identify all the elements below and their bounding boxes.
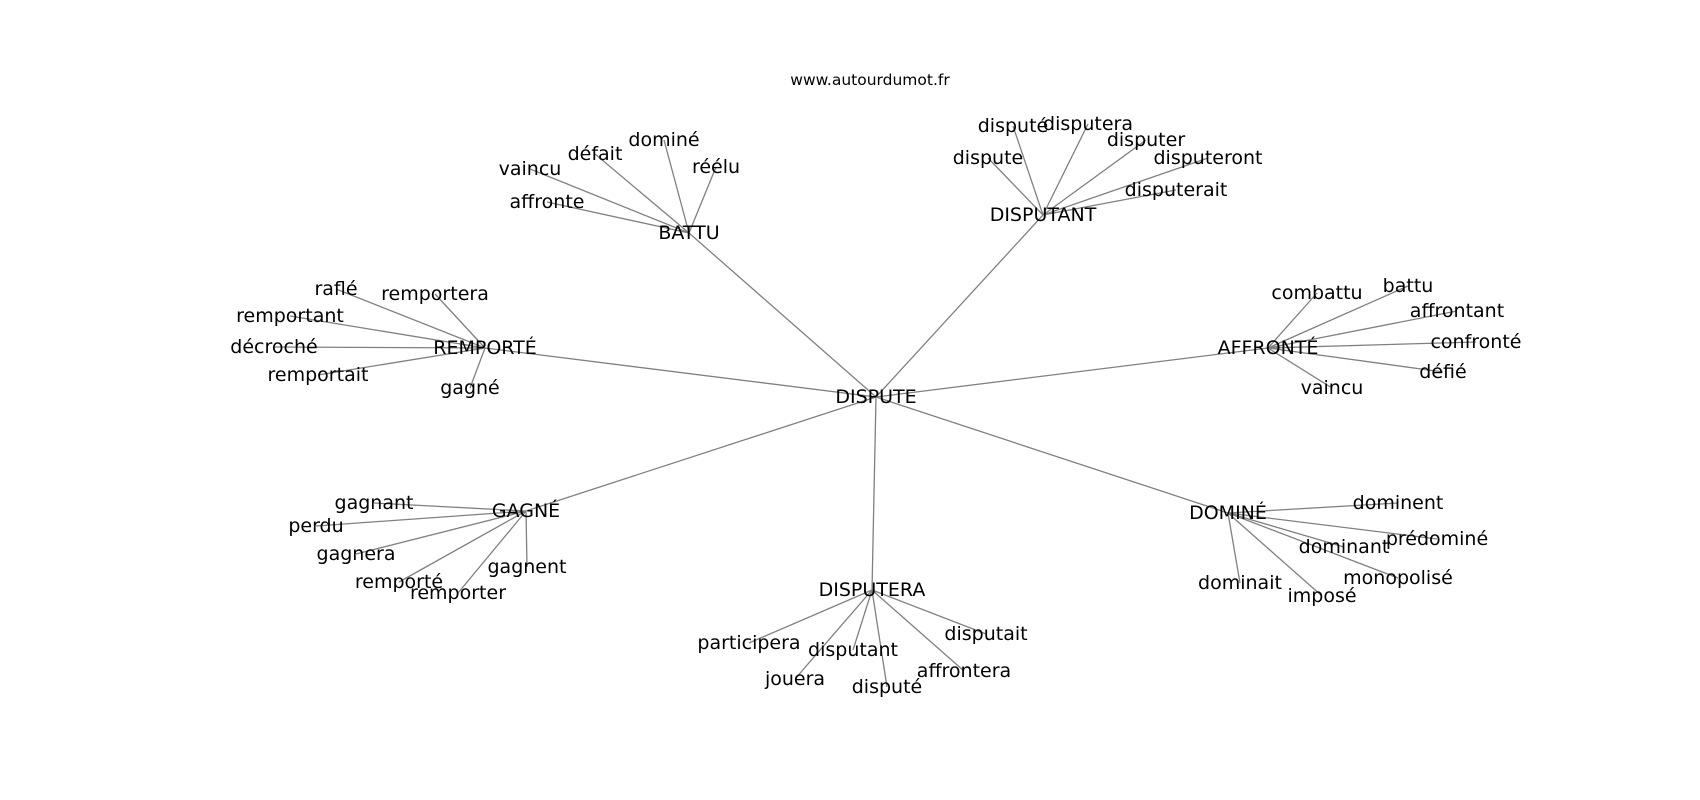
center-word[interactable]: DISPUTE [835, 386, 916, 408]
leaf-word[interactable]: vaincu [1301, 377, 1364, 399]
edge-1-4 [1042, 157, 1209, 216]
edge-center-3 [875, 347, 1269, 398]
leaf-word[interactable]: dominent [1353, 492, 1444, 514]
leaf-word[interactable]: perdu [288, 515, 343, 537]
leaf-word[interactable]: remporté [355, 571, 443, 593]
edge-center-2 [484, 347, 877, 398]
hub-word[interactable]: AFFRONTÉ [1218, 336, 1319, 359]
edge-center-1 [875, 214, 1044, 398]
edge-3-2 [1267, 310, 1458, 349]
edge-5-4 [1227, 512, 1323, 597]
leaf-word[interactable]: réélu [692, 156, 740, 178]
leaf-word[interactable]: défié [1419, 361, 1466, 383]
site-url: www.autourdumot.fr [790, 71, 950, 89]
leaf-word[interactable]: dispute [953, 147, 1023, 169]
leaf-word[interactable]: dominé [628, 129, 699, 151]
hub-word[interactable]: DISPUTERA [819, 579, 926, 601]
leaf-word[interactable]: gagnera [317, 543, 396, 565]
edge-center-4 [525, 396, 877, 512]
leaf-word[interactable]: vaincu [499, 158, 562, 180]
leaf-word[interactable]: combattu [1271, 282, 1362, 304]
leaf-word[interactable]: disputer [1107, 129, 1185, 151]
leaf-word[interactable]: participera [697, 632, 800, 654]
edge-6-3 [871, 589, 888, 688]
edge-1-0 [987, 157, 1044, 216]
edge-6-4 [871, 589, 965, 672]
hub-word[interactable]: GAGNÉ [492, 499, 560, 522]
leaf-word[interactable]: disputant [808, 639, 898, 661]
leaf-word[interactable]: disputerait [1125, 179, 1228, 201]
edge-2-0 [335, 288, 486, 349]
leaf-word[interactable]: disputait [944, 623, 1027, 645]
edge-3-3 [1267, 341, 1477, 349]
leaf-word[interactable]: gagné [440, 377, 500, 399]
leaf-word[interactable]: remportait [268, 364, 369, 386]
leaf-word[interactable]: décroché [230, 336, 317, 358]
leaf-word[interactable]: confronté [1430, 331, 1521, 353]
edge-6-1 [852, 589, 873, 651]
edge-1-1 [1012, 125, 1044, 216]
leaf-word[interactable]: remportera [381, 283, 489, 305]
edge-1-5 [1042, 189, 1177, 216]
leaf-word[interactable]: disputé [852, 676, 922, 698]
leaf-word[interactable]: imposé [1287, 585, 1356, 607]
edge-1-3 [1042, 139, 1147, 216]
leaf-word[interactable]: monopolisé [1343, 567, 1453, 589]
edge-2-1 [434, 293, 486, 349]
leaf-word[interactable]: affrontant [1410, 300, 1504, 322]
edge-4-2 [355, 510, 527, 555]
edge-5-3 [1227, 512, 1399, 579]
leaf-word[interactable]: affrontera [917, 660, 1011, 682]
edge-2-2 [289, 315, 486, 349]
edge-center-5 [875, 396, 1229, 514]
edge-3-0 [1267, 292, 1318, 349]
edge-2-5 [469, 347, 486, 389]
leaf-word[interactable]: défait [568, 143, 623, 165]
edge-0-4 [688, 166, 717, 234]
edge-6-2 [794, 589, 873, 680]
leaf-word[interactable]: jouera [764, 668, 825, 690]
edge-2-4 [317, 347, 486, 376]
leaf-word[interactable]: prédominé [1386, 528, 1488, 550]
edge-4-4 [457, 510, 527, 594]
hub-word[interactable]: DISPUTANT [990, 204, 1097, 226]
edge-0-2 [594, 153, 690, 234]
edge-5-0 [1227, 502, 1399, 514]
edge-center-6 [871, 396, 877, 591]
leaf-word[interactable]: disputeront [1154, 147, 1263, 169]
edge-4-0 [373, 502, 527, 512]
edge-0-1 [529, 168, 690, 234]
leaf-word[interactable]: remportant [236, 305, 344, 327]
leaf-word[interactable]: raflé [314, 278, 357, 300]
edge-center-0 [688, 232, 877, 398]
leaf-word[interactable]: disputé [978, 115, 1048, 137]
edge-3-4 [1267, 347, 1444, 373]
edge-2-3 [273, 346, 486, 349]
leaf-word[interactable]: dominait [1198, 572, 1282, 594]
leaf-word[interactable]: disputera [1043, 113, 1133, 135]
edge-0-0 [546, 201, 690, 234]
hub-word[interactable]: BATTU [658, 222, 719, 244]
edge-0-3 [663, 139, 690, 234]
edge-6-5 [871, 589, 987, 635]
leaf-word[interactable]: battu [1383, 275, 1434, 297]
leaf-word[interactable]: remporter [410, 582, 506, 604]
leaf-word[interactable]: gagnent [488, 556, 567, 578]
edge-4-5 [525, 510, 528, 568]
edge-1-2 [1042, 123, 1089, 216]
edge-3-5 [1267, 347, 1333, 389]
edge-5-1 [1227, 512, 1438, 540]
hub-word[interactable]: DOMINÉ [1189, 501, 1267, 524]
edge-6-0 [748, 589, 873, 644]
edge-4-3 [398, 510, 527, 583]
edge-3-1 [1267, 285, 1409, 349]
edge-5-2 [1227, 512, 1345, 548]
edge-4-1 [315, 510, 527, 527]
leaf-word[interactable]: dominant [1299, 536, 1390, 558]
leaf-word[interactable]: gagnant [335, 492, 414, 514]
leaf-word[interactable]: affronte [510, 191, 585, 213]
edge-5-5 [1227, 512, 1241, 584]
hub-word[interactable]: REMPORTÉ [433, 336, 536, 359]
